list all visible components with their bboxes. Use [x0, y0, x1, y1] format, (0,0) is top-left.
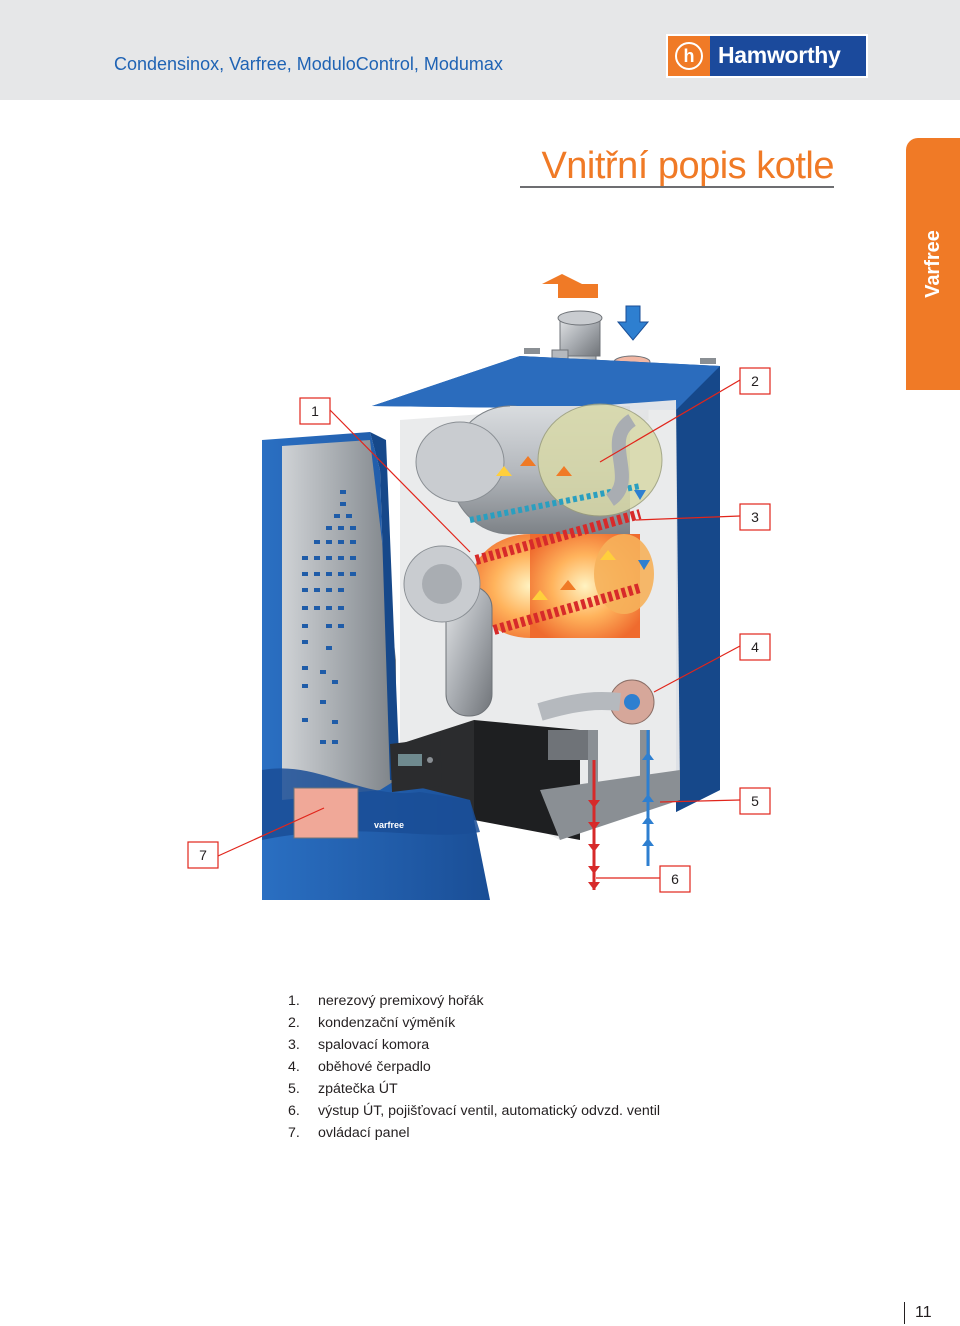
page-heading: Vnitřní popis kotle [520, 146, 835, 188]
svg-text:3: 3 [751, 509, 759, 525]
legend-item: 7.ovládací panel [288, 1125, 410, 1141]
legend-item: 6.výstup ÚT, pojišťovací ventil, automat… [288, 1103, 661, 1119]
callout-1: 1 [299, 397, 331, 425]
side-tab: Varfree [906, 138, 960, 390]
cabinet [372, 348, 720, 812]
header-title: Condensinox, Varfree, ModuloControl, Mod… [114, 54, 503, 74]
page-header: Condensinox, Varfree, ModuloControl, Mod… [0, 0, 960, 100]
callout-6: 6 [659, 865, 691, 893]
legend-item: 4.oběhové čerpadlo [288, 1059, 431, 1075]
callout-2: 2 [739, 367, 771, 395]
logo-text: Hamworthy [718, 42, 841, 68]
panel-brand: varfree [374, 820, 404, 830]
svg-text:6: 6 [671, 871, 679, 887]
page-number: 11 [904, 1302, 932, 1324]
callout-4: 4 [739, 633, 771, 661]
front-door: varfree [262, 432, 490, 900]
flow-arrows [588, 730, 654, 890]
control-panel [390, 738, 442, 792]
callout-7: 7 [187, 841, 219, 869]
parts-legend: 1.nerezový premixový hořák 2.kondenzační… [288, 991, 660, 1145]
cutaway-interior [400, 400, 680, 840]
callout-lines [217, 379, 741, 879]
callout-3: 3 [739, 503, 771, 531]
legend-item: 1.nerezový premixový hořák [288, 993, 484, 1009]
hamworthy-logo: h Hamworthy [666, 34, 868, 78]
logo-mark-icon: h [668, 36, 710, 76]
svg-text:5: 5 [751, 793, 759, 809]
boiler-cutaway-diagram: varfree 1 2 3 4 5 6 7 [187, 274, 771, 900]
svg-text:4: 4 [751, 639, 759, 655]
legend-item: 2.kondenzační výměník [288, 1015, 456, 1031]
svg-text:7: 7 [199, 847, 207, 863]
legend-item: 3.spalovací komora [288, 1037, 430, 1053]
svg-text:1: 1 [311, 403, 319, 419]
svg-text:2: 2 [751, 373, 759, 389]
legend-item: 5.zpátečka ÚT [288, 1081, 398, 1097]
callout-5: 5 [739, 787, 771, 815]
